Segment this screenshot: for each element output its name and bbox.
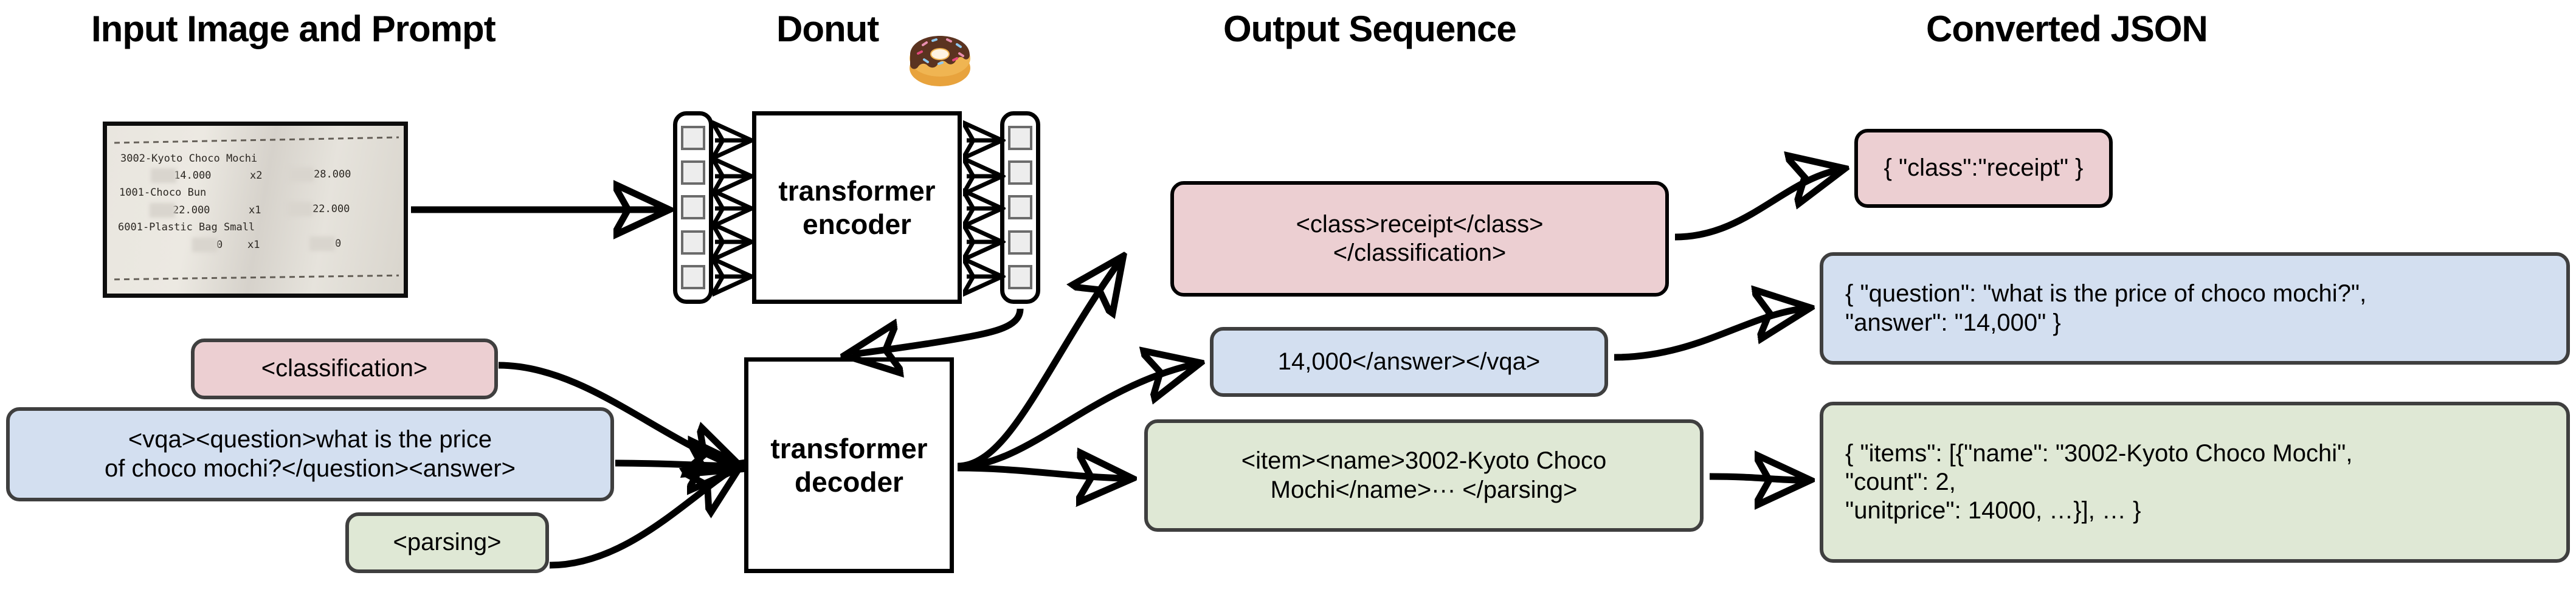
receipt-total-1: 28.000	[314, 168, 351, 181]
receipt-divider-bottom	[114, 274, 399, 281]
receipt-qty-1: x2	[250, 170, 263, 182]
arrow-parsing-output-to-json	[1709, 476, 1803, 480]
receipt-redaction-1	[151, 168, 176, 183]
output-box-classification[interactable]: <class>receipt</class> </classification>	[1170, 181, 1669, 297]
donut-emoji-icon	[910, 36, 970, 86]
output-box-vqa[interactable]: 14,000</answer></vqa>	[1210, 327, 1608, 397]
column-header-converted-json: Converted JSON	[1926, 9, 2208, 49]
prompt-box-vqa[interactable]: <vqa><question>what is the price of choc…	[6, 407, 614, 501]
receipt-item-name-3: 6001-Plastic Bag Small	[118, 221, 255, 233]
encoder-input-token	[681, 125, 705, 150]
prompt-box-classification[interactable]: <classification>	[191, 339, 498, 399]
column-header-input-image-and-prompt: Input Image and Prompt	[91, 9, 496, 49]
column-header-output-sequence: Output Sequence	[1223, 9, 1517, 49]
receipt-redaction-4	[288, 167, 314, 182]
receipt-amount-1: 14.000	[174, 170, 212, 182]
arrow-vqa-output-to-json	[1614, 309, 1803, 361]
encoder-input-token	[681, 265, 705, 290]
encoder-input-token	[681, 195, 705, 220]
column-header-donut: Donut	[776, 9, 879, 49]
arrow-encoder-tokens-to-decoder	[852, 308, 1024, 354]
arrow-decoder-to-parsing-output	[957, 468, 1125, 478]
receipt-redaction-3	[192, 238, 218, 252]
receipt-qty-2: x1	[249, 204, 261, 216]
receipt-redaction-5	[287, 202, 313, 216]
receipt-amount-3: 0	[216, 239, 223, 251]
receipt-total-2: 22.000	[313, 203, 350, 215]
receipt-redaction-2	[150, 203, 175, 218]
receipt-paper: 3002-Kyoto Choco Mochi 14.000 x2 28.000 …	[107, 126, 404, 294]
encoder-output-token	[1008, 265, 1032, 290]
receipt-item-name-2: 1001-Choco Bun	[119, 187, 207, 199]
transformer-decoder-block: transformer decoder	[744, 357, 954, 573]
encoder-output-token-strip	[1000, 111, 1040, 304]
receipt-redaction-6	[309, 236, 335, 251]
prompt-box-parsing[interactable]: <parsing>	[345, 512, 549, 573]
encoder-input-token	[681, 160, 705, 185]
encoder-output-token	[1008, 125, 1032, 150]
input-receipt-image: 3002-Kyoto Choco Mochi 14.000 x2 28.000 …	[103, 122, 408, 298]
output-box-parsing[interactable]: <item><name>3002-Kyoto Choco Mochi</name…	[1144, 419, 1704, 532]
receipt-item-name-1: 3002-Kyoto Choco Mochi	[120, 153, 258, 165]
receipt-divider-top	[114, 136, 399, 144]
encoder-output-token	[1008, 195, 1032, 220]
json-box-parsing[interactable]: { "items": [{"name": "3002-Kyoto Choco M…	[1820, 402, 2570, 563]
receipt-amount-2: 22.000	[173, 204, 210, 216]
json-box-classification[interactable]: { "class":"receipt" }	[1854, 129, 2113, 208]
arrow-classification-output-to-json	[1674, 170, 1837, 241]
transformer-encoder-block: transformer encoder	[752, 111, 962, 304]
json-box-vqa[interactable]: { "question": "what is the price of choc…	[1820, 252, 2570, 365]
arrow-vqa-prompt-to-decoder	[615, 463, 736, 466]
encoder-input-token	[681, 230, 705, 255]
receipt-total-3: 0	[335, 238, 342, 250]
receipt-qty-3: x1	[247, 239, 260, 251]
encoder-input-token-strip	[673, 111, 713, 304]
encoder-output-token	[1008, 230, 1032, 255]
encoder-output-token	[1008, 160, 1032, 185]
